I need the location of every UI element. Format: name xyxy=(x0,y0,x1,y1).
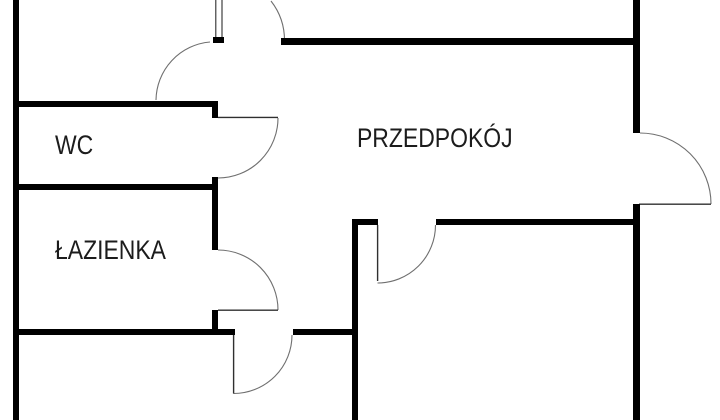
room-label-lazienka: ŁAZIENKA xyxy=(55,235,166,265)
wall-mid-vertical xyxy=(352,219,358,420)
door-leaf-top-entry xyxy=(215,0,223,39)
door-swing-arc-lazienka xyxy=(217,249,279,311)
wall-hall-bottom-right xyxy=(436,219,640,225)
room-label-przedpokoj: PRZEDPOKÓJ xyxy=(357,123,513,153)
wall-left-outer xyxy=(13,0,19,420)
wall-wc-door-top-jamb xyxy=(212,101,218,118)
door-swing-arc-right-entry xyxy=(639,132,712,205)
door-swing-arc-bottom-room xyxy=(233,334,293,395)
door-swing-arc-right-room xyxy=(377,224,437,284)
wall-top-door-cap xyxy=(213,37,224,43)
wall-right-outer-top xyxy=(633,0,640,133)
walls-layer xyxy=(13,0,640,420)
room-label-wc: WC xyxy=(55,130,94,160)
wall-corridor-left-lower-jamb xyxy=(212,310,218,335)
wall-hall-bottom-stub xyxy=(352,219,378,225)
door-leaves-layer xyxy=(215,0,711,394)
door-swing-arc-wc xyxy=(217,117,279,179)
wall-lazienka-bottom-right xyxy=(293,329,358,335)
wall-wc-top xyxy=(13,101,218,107)
wall-lazienka-bottom-left xyxy=(13,329,235,335)
wall-wc-lazienka-divider xyxy=(13,184,218,190)
wall-right-outer-bottom xyxy=(633,204,640,420)
wall-corridor-left-mid xyxy=(212,177,218,250)
door-swings-layer xyxy=(155,0,712,395)
wall-top xyxy=(281,38,640,45)
door-swing-arc-top-entry xyxy=(270,0,286,42)
door-swing-arc-vestibule xyxy=(155,41,211,101)
